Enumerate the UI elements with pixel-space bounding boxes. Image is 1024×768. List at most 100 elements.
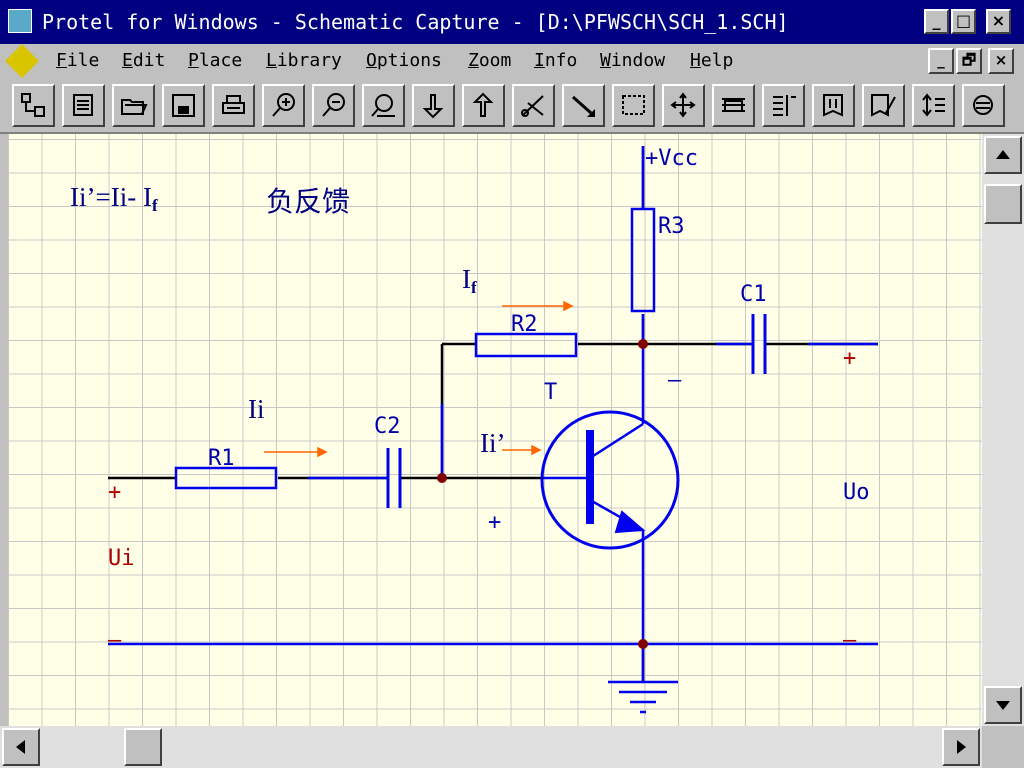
library-icon <box>823 94 843 117</box>
menu-window[interactable]: Window <box>600 50 666 71</box>
library-edit-icon <box>871 94 896 117</box>
transistor-label: T <box>544 380 558 405</box>
open-button[interactable] <box>112 84 155 127</box>
input-minus-label: – <box>108 628 122 653</box>
feedback-equation: Ii’=Ii- If <box>70 182 158 215</box>
junction-base-node <box>437 473 447 483</box>
ground-symbol <box>608 680 678 714</box>
arrow-right-icon <box>957 740 966 754</box>
library-edit-button[interactable] <box>862 84 905 127</box>
list-tool-button[interactable] <box>62 84 105 127</box>
cut-icon <box>521 95 544 117</box>
c2-label: C2 <box>374 414 401 439</box>
horizontal-scroll-thumb[interactable] <box>124 728 162 766</box>
save-button[interactable] <box>162 84 205 127</box>
scroll-left-button[interactable] <box>2 728 40 766</box>
junctions <box>437 339 648 649</box>
menu-info[interactable]: Info <box>534 50 578 71</box>
schematic-diagram <box>108 146 878 714</box>
vertical-scrollbar[interactable] <box>982 134 1024 726</box>
netlist-button[interactable] <box>762 84 805 127</box>
select-rect-icon <box>622 95 645 115</box>
select-rect-button[interactable] <box>612 84 655 127</box>
base-plus-label: + <box>488 510 502 535</box>
input-plus-label: + <box>108 480 122 505</box>
zoom-out-button[interactable] <box>312 84 355 127</box>
hierarchy-tool-button[interactable] <box>12 84 55 127</box>
arrow-up-icon <box>472 92 494 117</box>
cut-button[interactable] <box>512 84 555 127</box>
c1-label: C1 <box>740 282 767 307</box>
print-icon <box>222 95 245 114</box>
resistor-r3 <box>630 207 656 313</box>
zoom-fit-icon <box>371 94 395 117</box>
menu-zoom[interactable]: Zoom <box>468 50 512 71</box>
netlist-icon <box>773 95 796 116</box>
bus-icon <box>722 98 745 112</box>
junction-ground-node <box>638 639 648 649</box>
refresh-icon <box>973 95 993 115</box>
arrow-down-icon <box>996 701 1010 710</box>
scroll-up-button[interactable] <box>984 136 1022 174</box>
resistor-r1 <box>174 466 278 490</box>
scrollbar-corner <box>982 726 1024 768</box>
output-minus-label: – <box>843 628 857 653</box>
menu-edit[interactable]: Edit <box>122 50 166 71</box>
menu-help[interactable]: Help <box>690 50 734 71</box>
list-icon <box>73 94 93 116</box>
window-title: Protel for Windows - Schematic Capture -… <box>42 10 789 34</box>
hierarchy-icon <box>21 93 45 117</box>
capacitor-c2 <box>386 448 402 508</box>
zoom-in-icon <box>272 93 295 117</box>
capacitor-c1 <box>751 314 767 374</box>
move-up-button[interactable] <box>462 84 505 127</box>
zoom-fit-button[interactable] <box>362 84 405 127</box>
arrow-down-icon <box>422 94 444 119</box>
print-button[interactable] <box>212 84 255 127</box>
menu-library[interactable]: Library <box>266 50 342 71</box>
title-bar: Protel for Windows - Schematic Capture -… <box>0 0 1024 44</box>
blue-wires <box>108 146 878 682</box>
wires <box>108 146 878 682</box>
menu-place[interactable]: Place <box>188 50 243 71</box>
minimize-button[interactable]: _ <box>924 9 949 34</box>
doc-minimize-button[interactable]: _ <box>928 48 954 74</box>
refresh-button[interactable] <box>962 84 1005 127</box>
input-label: Ui <box>108 546 135 571</box>
ii-prime-current-label: Ii’ <box>480 428 506 458</box>
menu-options[interactable]: Options <box>366 50 442 71</box>
output-plus-label: + <box>843 346 857 371</box>
open-folder-icon <box>121 99 148 115</box>
move-button[interactable] <box>662 84 705 127</box>
menu-file[interactable]: File <box>56 50 100 71</box>
collector-minus-label: – <box>668 368 682 393</box>
r1-label: R1 <box>208 446 235 471</box>
feedback-type-label: 负反馈 <box>266 185 351 218</box>
place-wire-button[interactable] <box>562 84 605 127</box>
junction-collector-node <box>638 339 648 349</box>
horizontal-scrollbar[interactable] <box>0 726 982 768</box>
scroll-right-button[interactable] <box>942 728 980 766</box>
current-arrows <box>264 300 574 458</box>
updown-button[interactable] <box>912 84 955 127</box>
resistor-r2 <box>474 332 578 358</box>
zoom-out-icon <box>322 93 345 117</box>
maximize-button[interactable]: □ <box>951 9 976 34</box>
if-current-label: If <box>462 264 477 297</box>
app-icon[interactable] <box>8 9 32 33</box>
updown-icon <box>922 93 945 117</box>
doc-close-button[interactable]: × <box>988 48 1014 74</box>
doc-restore-button[interactable]: 🗗 <box>956 48 982 74</box>
vertical-scroll-thumb[interactable] <box>984 184 1022 224</box>
r3-label: R3 <box>658 214 685 239</box>
scroll-down-button[interactable] <box>984 686 1022 724</box>
close-button[interactable]: × <box>986 9 1011 34</box>
vcc-label: +Vcc <box>645 146 698 171</box>
arrow-up-icon <box>996 150 1010 159</box>
place-bus-button[interactable] <box>712 84 755 127</box>
zoom-in-button[interactable] <box>262 84 305 127</box>
move-down-button[interactable] <box>412 84 455 127</box>
library-button[interactable] <box>812 84 855 127</box>
schematic-canvas[interactable]: +Vcc R3 C1 R2 T C2 R1 – + Uo + Ui – + – … <box>8 134 982 726</box>
save-icon <box>172 94 195 117</box>
